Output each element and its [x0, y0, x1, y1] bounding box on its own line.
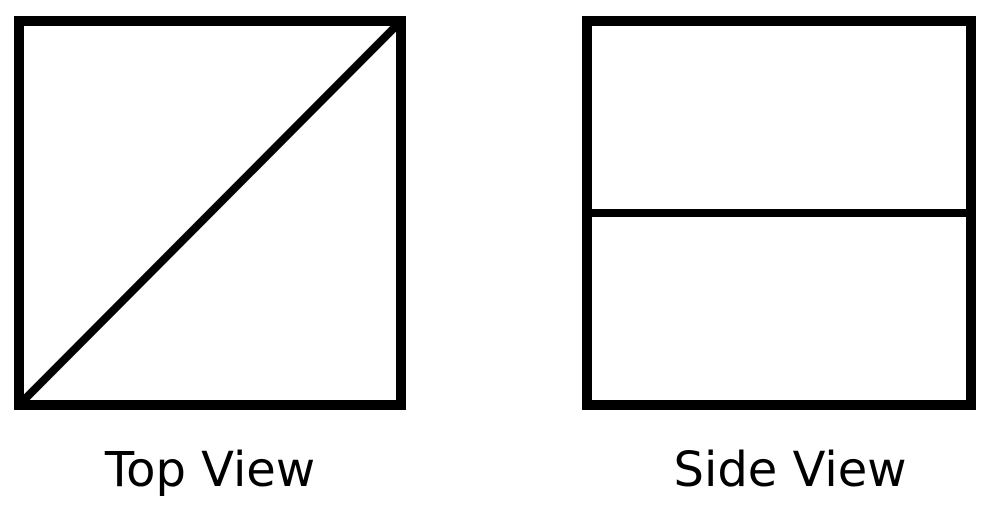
top-view-label: Top View	[104, 442, 316, 498]
side-view-label: Side View	[673, 442, 907, 498]
top-view-diagram	[14, 16, 406, 410]
top-view-outline	[14, 16, 406, 410]
side-view-diagram	[582, 16, 976, 410]
top-view-diagonal-line	[19, 21, 401, 405]
